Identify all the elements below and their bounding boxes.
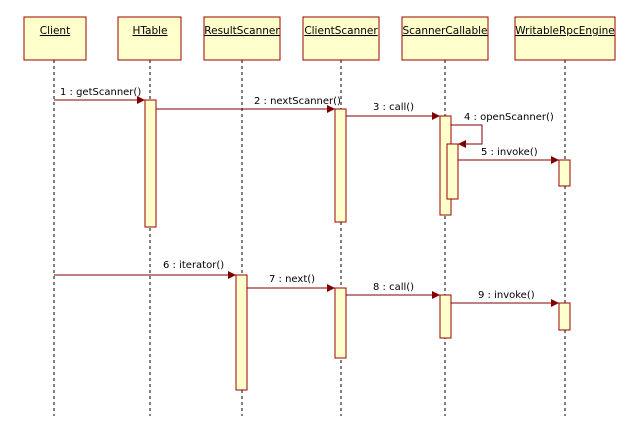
object-resultscanner[interactable]: ResultScanner — [203, 16, 281, 61]
activation-resultscanner — [235, 274, 248, 391]
object-label-client: Client — [40, 25, 70, 37]
message-arrow-4 — [451, 124, 483, 148]
object-writablerpcengine[interactable]: WritableRpcEngine — [514, 16, 616, 61]
object-client[interactable]: Client — [23, 16, 87, 61]
message-arrows — [54, 96, 559, 307]
object-scannercallable[interactable]: ScannerCallable — [401, 16, 489, 61]
activation-htable — [144, 99, 157, 228]
activation-clientscanner-1 — [334, 108, 347, 223]
message-label-4: 4 : openScanner() — [464, 112, 554, 123]
activation-clientscanner-2 — [334, 287, 347, 359]
object-label-resultscanner: ResultScanner — [204, 25, 280, 37]
activation-scannercallable-nested — [446, 143, 459, 200]
message-label-3: 3 : call() — [373, 102, 414, 113]
object-htable[interactable]: HTable — [117, 16, 182, 61]
message-label-5: 5 : invoke() — [481, 147, 538, 158]
message-label-6: 6 : iterator() — [163, 260, 224, 271]
message-label-9: 9 : invoke() — [478, 290, 535, 301]
object-label-htable: HTable — [132, 25, 167, 37]
activation-writablerpcengine-1 — [558, 159, 571, 187]
object-clientscanner[interactable]: ClientScanner — [302, 16, 380, 61]
activations — [144, 99, 571, 391]
object-label-writablerpcengine: WritableRpcEngine — [515, 25, 614, 37]
object-label-scannercallable: ScannerCallable — [402, 25, 487, 37]
message-label-7: 7 : next() — [269, 274, 315, 285]
message-label-1: 1 : getScanner() — [60, 87, 141, 98]
message-labels: 1 : getScanner() 2 : nextScanner() 3 : c… — [60, 87, 554, 301]
object-headers: Client HTable ResultScanner ClientScanne… — [23, 16, 616, 61]
message-label-2: 2 : nextScanner() — [254, 96, 341, 107]
message-label-8: 8 : call() — [373, 282, 414, 293]
activation-scannercallable-2 — [439, 294, 452, 339]
activation-writablerpcengine-2 — [558, 302, 571, 331]
object-label-clientscanner: ClientScanner — [304, 25, 378, 37]
